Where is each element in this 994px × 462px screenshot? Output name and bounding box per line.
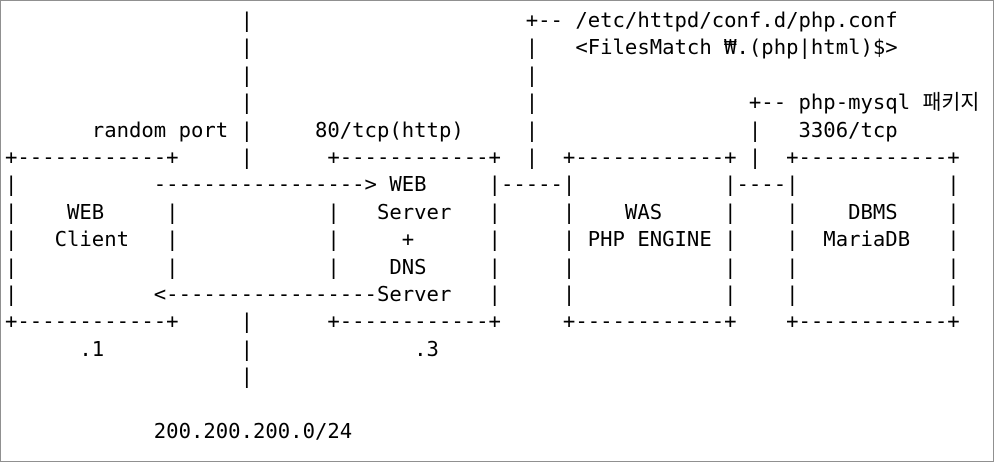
ascii-network-diagram: | +-- /etc/httpd/conf.d/php.conf | | <Fi… bbox=[5, 8, 980, 444]
